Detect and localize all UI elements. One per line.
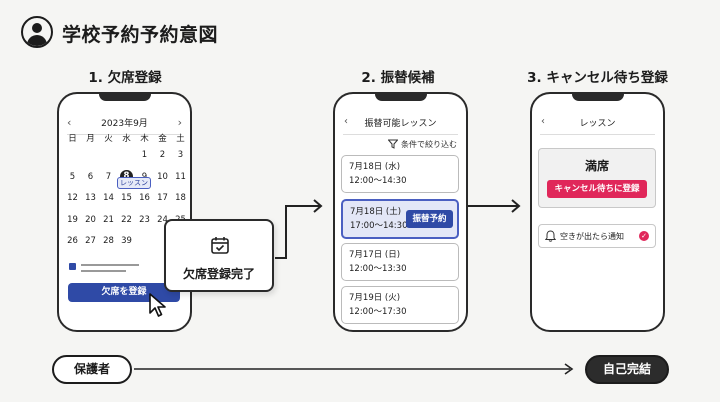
divider — [343, 134, 458, 135]
weekday-label: 木 — [140, 134, 149, 144]
full-status-box: 満席 キャンセル待ちに登録 — [538, 148, 656, 208]
lesson-date: 7月18日 (土) — [350, 207, 402, 217]
calendar-day[interactable]: 14 — [103, 193, 114, 203]
calendar-day[interactable]: 10 — [157, 171, 168, 182]
lesson-card[interactable]: 7月19日 (火) 12:00〜17:30 — [341, 286, 459, 324]
filter-icon[interactable] — [388, 139, 398, 149]
guardian-pill: 保護者 — [52, 355, 132, 384]
absence-complete-popup: 欠席登録完了 — [164, 219, 274, 292]
chevron-right-icon[interactable]: › — [177, 116, 182, 129]
step-1-label: 1. 欠席登録 — [88, 70, 162, 86]
calendar-day[interactable]: 12 — [67, 193, 78, 203]
back-arrow-icon[interactable]: ‹ — [344, 116, 348, 127]
lesson-date: 7月19日 (火) — [349, 293, 401, 303]
phone-alternatives: ‹ 振替可能レッスン 条件で絞り込む 7月18日 (水) 12:00〜14:30… — [333, 92, 468, 332]
step-3-label: 3. キャンセル待ち登録 — [527, 70, 668, 86]
mouse-cursor-icon — [149, 293, 166, 317]
screen-title: 振替可能レッスン — [364, 119, 437, 129]
back-arrow-icon[interactable]: ‹ — [541, 116, 545, 127]
lesson-time: 12:00〜14:30 — [349, 176, 407, 186]
calendar-day[interactable]: 27 — [85, 236, 96, 246]
weekday-label: 日 — [68, 134, 77, 144]
calendar-day[interactable]: 2 — [159, 150, 166, 160]
calendar-day[interactable]: 13 — [85, 193, 96, 203]
step-2-label: 2. 振替候補 — [361, 70, 435, 86]
page-title: 学校予約予約意図 — [62, 24, 219, 46]
lesson-card[interactable]: 7月17日 (日) 12:00〜13:30 — [341, 243, 459, 281]
phone-waitlist: ‹ レッスン 満席 キャンセル待ちに登録 空きが出たら通知 ✓ — [530, 92, 665, 332]
calendar-day[interactable]: 3 — [177, 150, 184, 160]
phone-absence: ‹ 2023年9月 › 日月火水木金土123567891011121314151… — [57, 92, 192, 332]
weekday-label: 火 — [104, 134, 113, 144]
calendar-day[interactable]: 24 — [157, 214, 168, 225]
calendar-day[interactable]: 19 — [67, 214, 78, 225]
calendar-day[interactable]: 5 — [69, 171, 76, 182]
calendar-day[interactable]: 11 — [175, 171, 186, 182]
lesson-time: 17:00〜14:30 — [350, 221, 408, 231]
legend-marker — [69, 263, 76, 270]
weekday-label: 水 — [122, 134, 131, 144]
divider — [67, 134, 182, 135]
lesson-card[interactable]: 7月18日 (水) 12:00〜14:30 — [341, 155, 459, 193]
notify-label: 空きが出たら通知 — [560, 232, 624, 241]
notify-option[interactable]: 空きが出たら通知 ✓ — [538, 224, 656, 248]
calendar-day[interactable]: 18 — [175, 193, 186, 203]
calendar-day[interactable]: 9 — [135, 172, 154, 182]
calendar-day[interactable]: 20 — [85, 214, 96, 225]
calendar-day[interactable]: 28 — [103, 236, 114, 246]
phone-notch — [98, 94, 151, 101]
divider — [540, 134, 655, 135]
user-avatar-icon — [21, 16, 53, 48]
calendar-day[interactable]: 15 — [121, 193, 132, 203]
calendar-day[interactable]: 6 — [87, 171, 94, 182]
lesson-time: 12:00〜17:30 — [349, 307, 407, 317]
calendar-day[interactable]: 1 — [141, 150, 148, 160]
weekday-label: 金 — [158, 134, 167, 144]
chevron-left-icon[interactable]: ‹ — [67, 116, 72, 129]
check-icon[interactable]: ✓ — [639, 231, 649, 241]
filter-link[interactable]: 条件で絞り込む — [401, 140, 457, 149]
calendar-check-icon — [211, 237, 229, 254]
weekday-label: 土 — [176, 134, 185, 144]
calendar-day[interactable]: 17 — [157, 193, 168, 203]
phone-notch — [571, 94, 624, 101]
calendar-day[interactable]: 22 — [121, 214, 132, 225]
calendar-header: ‹ 2023年9月 › — [59, 116, 190, 132]
calendar-day[interactable]: 23 — [139, 214, 150, 225]
legend-line — [81, 264, 139, 266]
screen-title: レッスン — [579, 119, 616, 129]
waitlist-register-button[interactable]: キャンセル待ちに登録 — [547, 180, 647, 198]
calendar-day[interactable]: 39 — [121, 236, 132, 246]
weekday-label: 月 — [86, 134, 95, 144]
calendar-month: 2023年9月 — [101, 119, 148, 129]
legend-line — [81, 270, 126, 272]
self-complete-pill: 自己完結 — [585, 355, 669, 384]
calendar-day[interactable]: 26 — [67, 236, 78, 246]
popup-message: 欠席登録完了 — [182, 267, 255, 281]
calendar-day[interactable]: 16 — [139, 193, 150, 203]
calendar-day[interactable]: 7 — [105, 171, 112, 182]
lesson-date: 7月17日 (日) — [349, 250, 401, 260]
lesson-date: 7月18日 (水) — [349, 162, 401, 172]
full-status-text: 満席 — [584, 159, 609, 173]
bell-icon — [545, 230, 556, 242]
lesson-time: 12:00〜13:30 — [349, 264, 407, 274]
phone-notch — [374, 94, 427, 101]
calendar-day[interactable]: 21 — [103, 214, 114, 225]
reserve-alternative-button[interactable]: 振替予約 — [406, 210, 453, 228]
lesson-tag: レッスン — [117, 177, 151, 189]
